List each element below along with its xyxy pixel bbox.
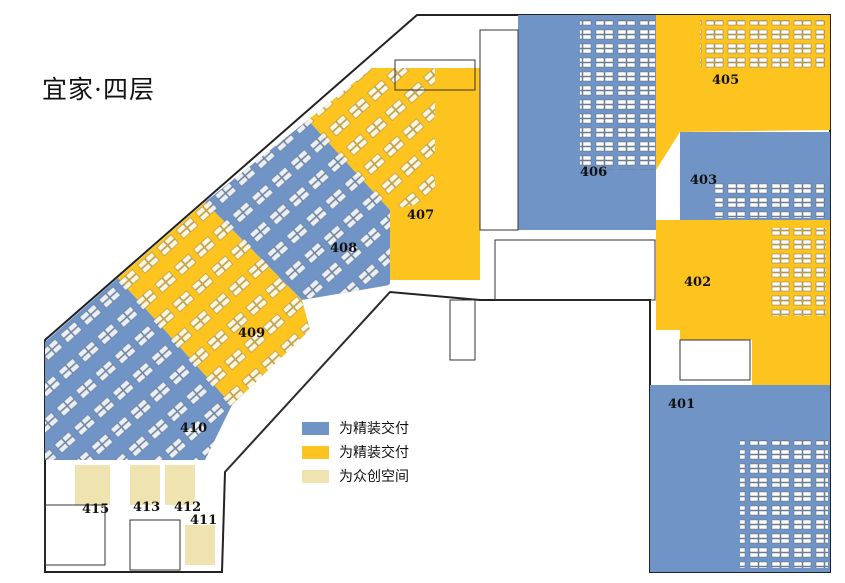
legend-item: 为众创空间 bbox=[302, 464, 409, 488]
floor-title: 宜家·四层 bbox=[42, 75, 155, 104]
legend-item: 为精装交付 bbox=[302, 440, 409, 464]
room-label-407: 407 bbox=[407, 208, 434, 223]
room-412[interactable] bbox=[165, 465, 195, 505]
room-405[interactable] bbox=[656, 15, 830, 170]
room-408[interactable] bbox=[205, 120, 390, 300]
room-label-409: 409 bbox=[238, 326, 265, 341]
room-label-412: 412 bbox=[174, 500, 201, 515]
room-label-403: 403 bbox=[690, 173, 717, 188]
room-label-402: 402 bbox=[684, 275, 711, 290]
legend-label: 为众创空间 bbox=[339, 469, 409, 485]
room-label-401: 401 bbox=[668, 397, 695, 412]
room-label-406: 406 bbox=[580, 165, 607, 180]
room-411[interactable] bbox=[185, 525, 215, 565]
legend-label: 为精装交付 bbox=[339, 421, 409, 437]
room-label-408: 408 bbox=[330, 241, 357, 256]
room-label-413: 413 bbox=[133, 500, 160, 515]
legend-swatch-blue bbox=[302, 421, 329, 435]
room-label-415: 415 bbox=[82, 502, 109, 517]
legend-item: 为精装交付 bbox=[302, 416, 409, 440]
room-label-410: 410 bbox=[180, 421, 207, 436]
room-415[interactable] bbox=[75, 465, 110, 505]
room-410[interactable] bbox=[45, 278, 232, 460]
room-label-405: 405 bbox=[712, 73, 739, 88]
legend: 为精装交付 为精装交付 为众创空间 bbox=[302, 416, 409, 488]
room-406[interactable] bbox=[518, 15, 656, 230]
room-402[interactable] bbox=[656, 220, 830, 385]
room-413[interactable] bbox=[130, 465, 160, 505]
legend-label: 为精装交付 bbox=[339, 445, 409, 461]
room-409[interactable] bbox=[118, 202, 310, 405]
room-403[interactable] bbox=[680, 132, 830, 220]
legend-swatch-yellow bbox=[302, 445, 329, 459]
room-label-411: 411 bbox=[190, 513, 217, 528]
room-407[interactable] bbox=[308, 68, 480, 280]
room-401[interactable] bbox=[650, 385, 830, 572]
legend-swatch-beige bbox=[302, 469, 329, 483]
core-walls bbox=[44, 29, 751, 571]
